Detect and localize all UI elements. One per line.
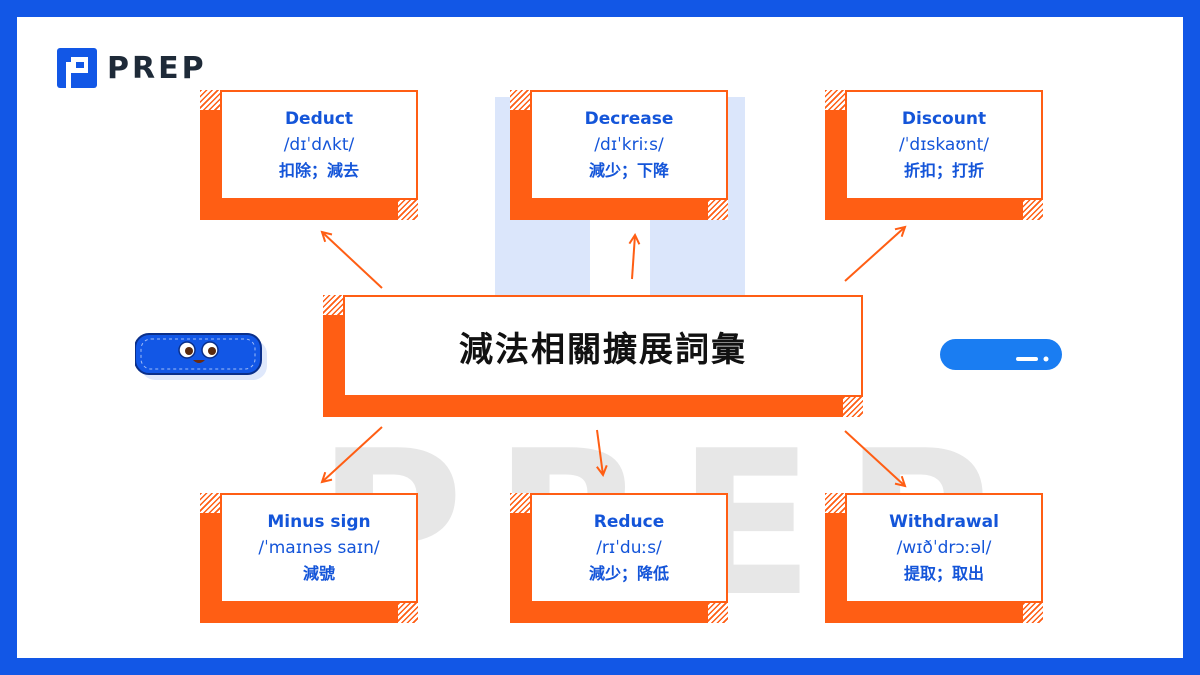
card-ipa: /rɪˈduːs/ [596, 538, 662, 558]
card-meaning: 折扣；打折 [903, 161, 984, 180]
slide-frame: PREP PREP 減法相 [17, 17, 1183, 658]
brand-name: PREP [107, 50, 207, 86]
arrow-to-discount [844, 227, 905, 282]
card-word: Withdrawal [889, 512, 999, 532]
card-word: Reduce [593, 512, 665, 532]
center-title: 減法相關擴展詞彙 [459, 329, 747, 370]
brand: PREP [57, 48, 207, 88]
card-meaning: 減少；降低 [588, 564, 669, 583]
card-ipa: /wɪðˈdrɔːəl/ [896, 538, 992, 558]
card-word: Minus sign [267, 512, 371, 532]
card-meaning: 提取；取出 [903, 564, 984, 583]
card-ipa: /dɪˈdʌkt/ [283, 135, 355, 155]
card-word: Discount [901, 109, 987, 129]
card-word: Decrease [584, 109, 674, 129]
card-meaning: 減號 [302, 564, 335, 583]
center-card: 減法相關擴展詞彙 [323, 295, 863, 417]
card-deduct: Deduct /dɪˈdʌkt/ 扣除；減去 [200, 90, 418, 220]
eraser-mascot-icon [135, 333, 267, 380]
card-ipa: /dɪˈkriːs/ [594, 135, 664, 155]
card-meaning: 減少；下降 [588, 161, 669, 180]
card-discount: Discount /ˈdɪskaʊnt/ 折扣；打折 [825, 90, 1043, 220]
arrow-to-reduce [596, 429, 603, 475]
card-word: Deduct [284, 109, 354, 129]
card-ipa: /ˈdɪskaʊnt/ [899, 135, 989, 155]
arrow-to-decrease [632, 235, 635, 280]
arrow-to-deduct [322, 232, 383, 289]
card-withdrawal: Withdrawal /wɪðˈdrɔːəl/ 提取；取出 [825, 493, 1043, 623]
card-decrease: Decrease /dɪˈkriːs/ 減少；下降 [510, 90, 728, 220]
prep-logo-icon [57, 48, 97, 88]
arrow-to-withdrawal [844, 430, 905, 486]
arrow-to-minus-sign [322, 426, 383, 482]
card-ipa: /ˈmaɪnəs saɪn/ [258, 538, 380, 558]
card-minus-sign: Minus sign /ˈmaɪnəs saɪn/ 減號 [200, 493, 418, 623]
card-reduce: Reduce /rɪˈduːs/ 減少；降低 [510, 493, 728, 623]
connector-arrows [17, 17, 1183, 658]
progress-pill-icon [940, 339, 1062, 370]
card-meaning: 扣除；減去 [278, 161, 359, 180]
